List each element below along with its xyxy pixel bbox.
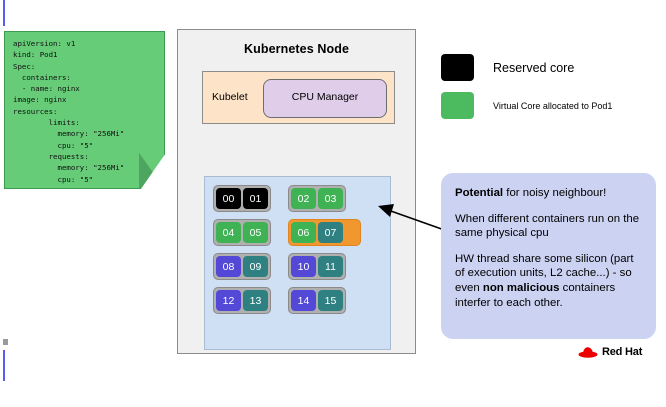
legend-label-reserved: Reserved core [493, 60, 575, 75]
kubelet-box: Kubelet CPU Manager [202, 71, 395, 124]
cpu-core-06: 06 [291, 222, 316, 243]
callout-line-1-bold: Potential [455, 187, 504, 199]
legend-item-virtual-core: Virtual Core allocated to Pod1 [441, 92, 661, 119]
cpu-core-14: 14 [291, 290, 316, 311]
cpu-core-09: 09 [243, 256, 268, 277]
callout-line-3-a: HW thread share some silicon (part of ex… [455, 252, 634, 294]
cpu-core-00: 00 [216, 188, 241, 209]
stray-glyph-mark [3, 339, 8, 345]
note-folded-corner [139, 153, 164, 188]
cpu-core-10: 10 [291, 256, 316, 277]
cpu-core-01: 01 [243, 188, 268, 209]
cpu-core-11: 11 [318, 256, 343, 277]
legend-item-reserved-core: Reserved core [441, 54, 661, 81]
redhat-logo: Red Hat [578, 345, 642, 359]
legend-swatch-reserved [441, 54, 474, 81]
callout-line-1-rest: for noisy neighbour! [503, 187, 607, 199]
cpu-core-08: 08 [216, 256, 241, 277]
callout-line-3-bold: non malicious [482, 281, 560, 294]
pod1-yaml-note: apiVersion: v1 kind: Pod1 Spec: containe… [4, 31, 165, 189]
legend-label-virtual: Virtual Core allocated to Pod1 [493, 100, 613, 111]
legend-swatch-virtual [441, 92, 474, 119]
cpu-core-12: 12 [216, 290, 241, 311]
cpu-core-03: 03 [318, 188, 343, 209]
pod1-yaml-code: apiVersion: v1 kind: Pod1 Spec: containe… [13, 39, 125, 184]
callout-line-3-b: containers interfer to each other. [455, 281, 616, 309]
cpu-core-13: 13 [243, 290, 268, 311]
node-title: Kubernetes Node [244, 42, 349, 56]
legend: Reserved core Virtual Core allocated to … [441, 54, 661, 119]
guide-line-bottom [3, 350, 5, 381]
callout-line-3: HW thread share some silicon (part of ex… [455, 252, 642, 310]
guide-line-top [3, 0, 5, 26]
kubelet-label: Kubelet [212, 91, 248, 103]
redhat-wordmark: Red Hat [602, 346, 643, 358]
cpu-core-05: 05 [243, 222, 268, 243]
noisy-neighbour-callout: Potential for noisy neighbour! When diff… [441, 173, 656, 339]
cpu-core-02: 02 [291, 188, 316, 209]
redhat-fedora-icon [578, 347, 598, 358]
cpu-manager-box: CPU Manager [263, 79, 387, 118]
callout-line-1: Potential for noisy neighbour! [455, 186, 642, 201]
cpu-manager-label: CPU Manager [291, 91, 359, 103]
callout-line-2: When different containers run on the sam… [455, 212, 640, 240]
cpu-core-04: 04 [216, 222, 241, 243]
cpu-core-15: 15 [318, 290, 343, 311]
cpu-core-07: 07 [318, 222, 343, 243]
